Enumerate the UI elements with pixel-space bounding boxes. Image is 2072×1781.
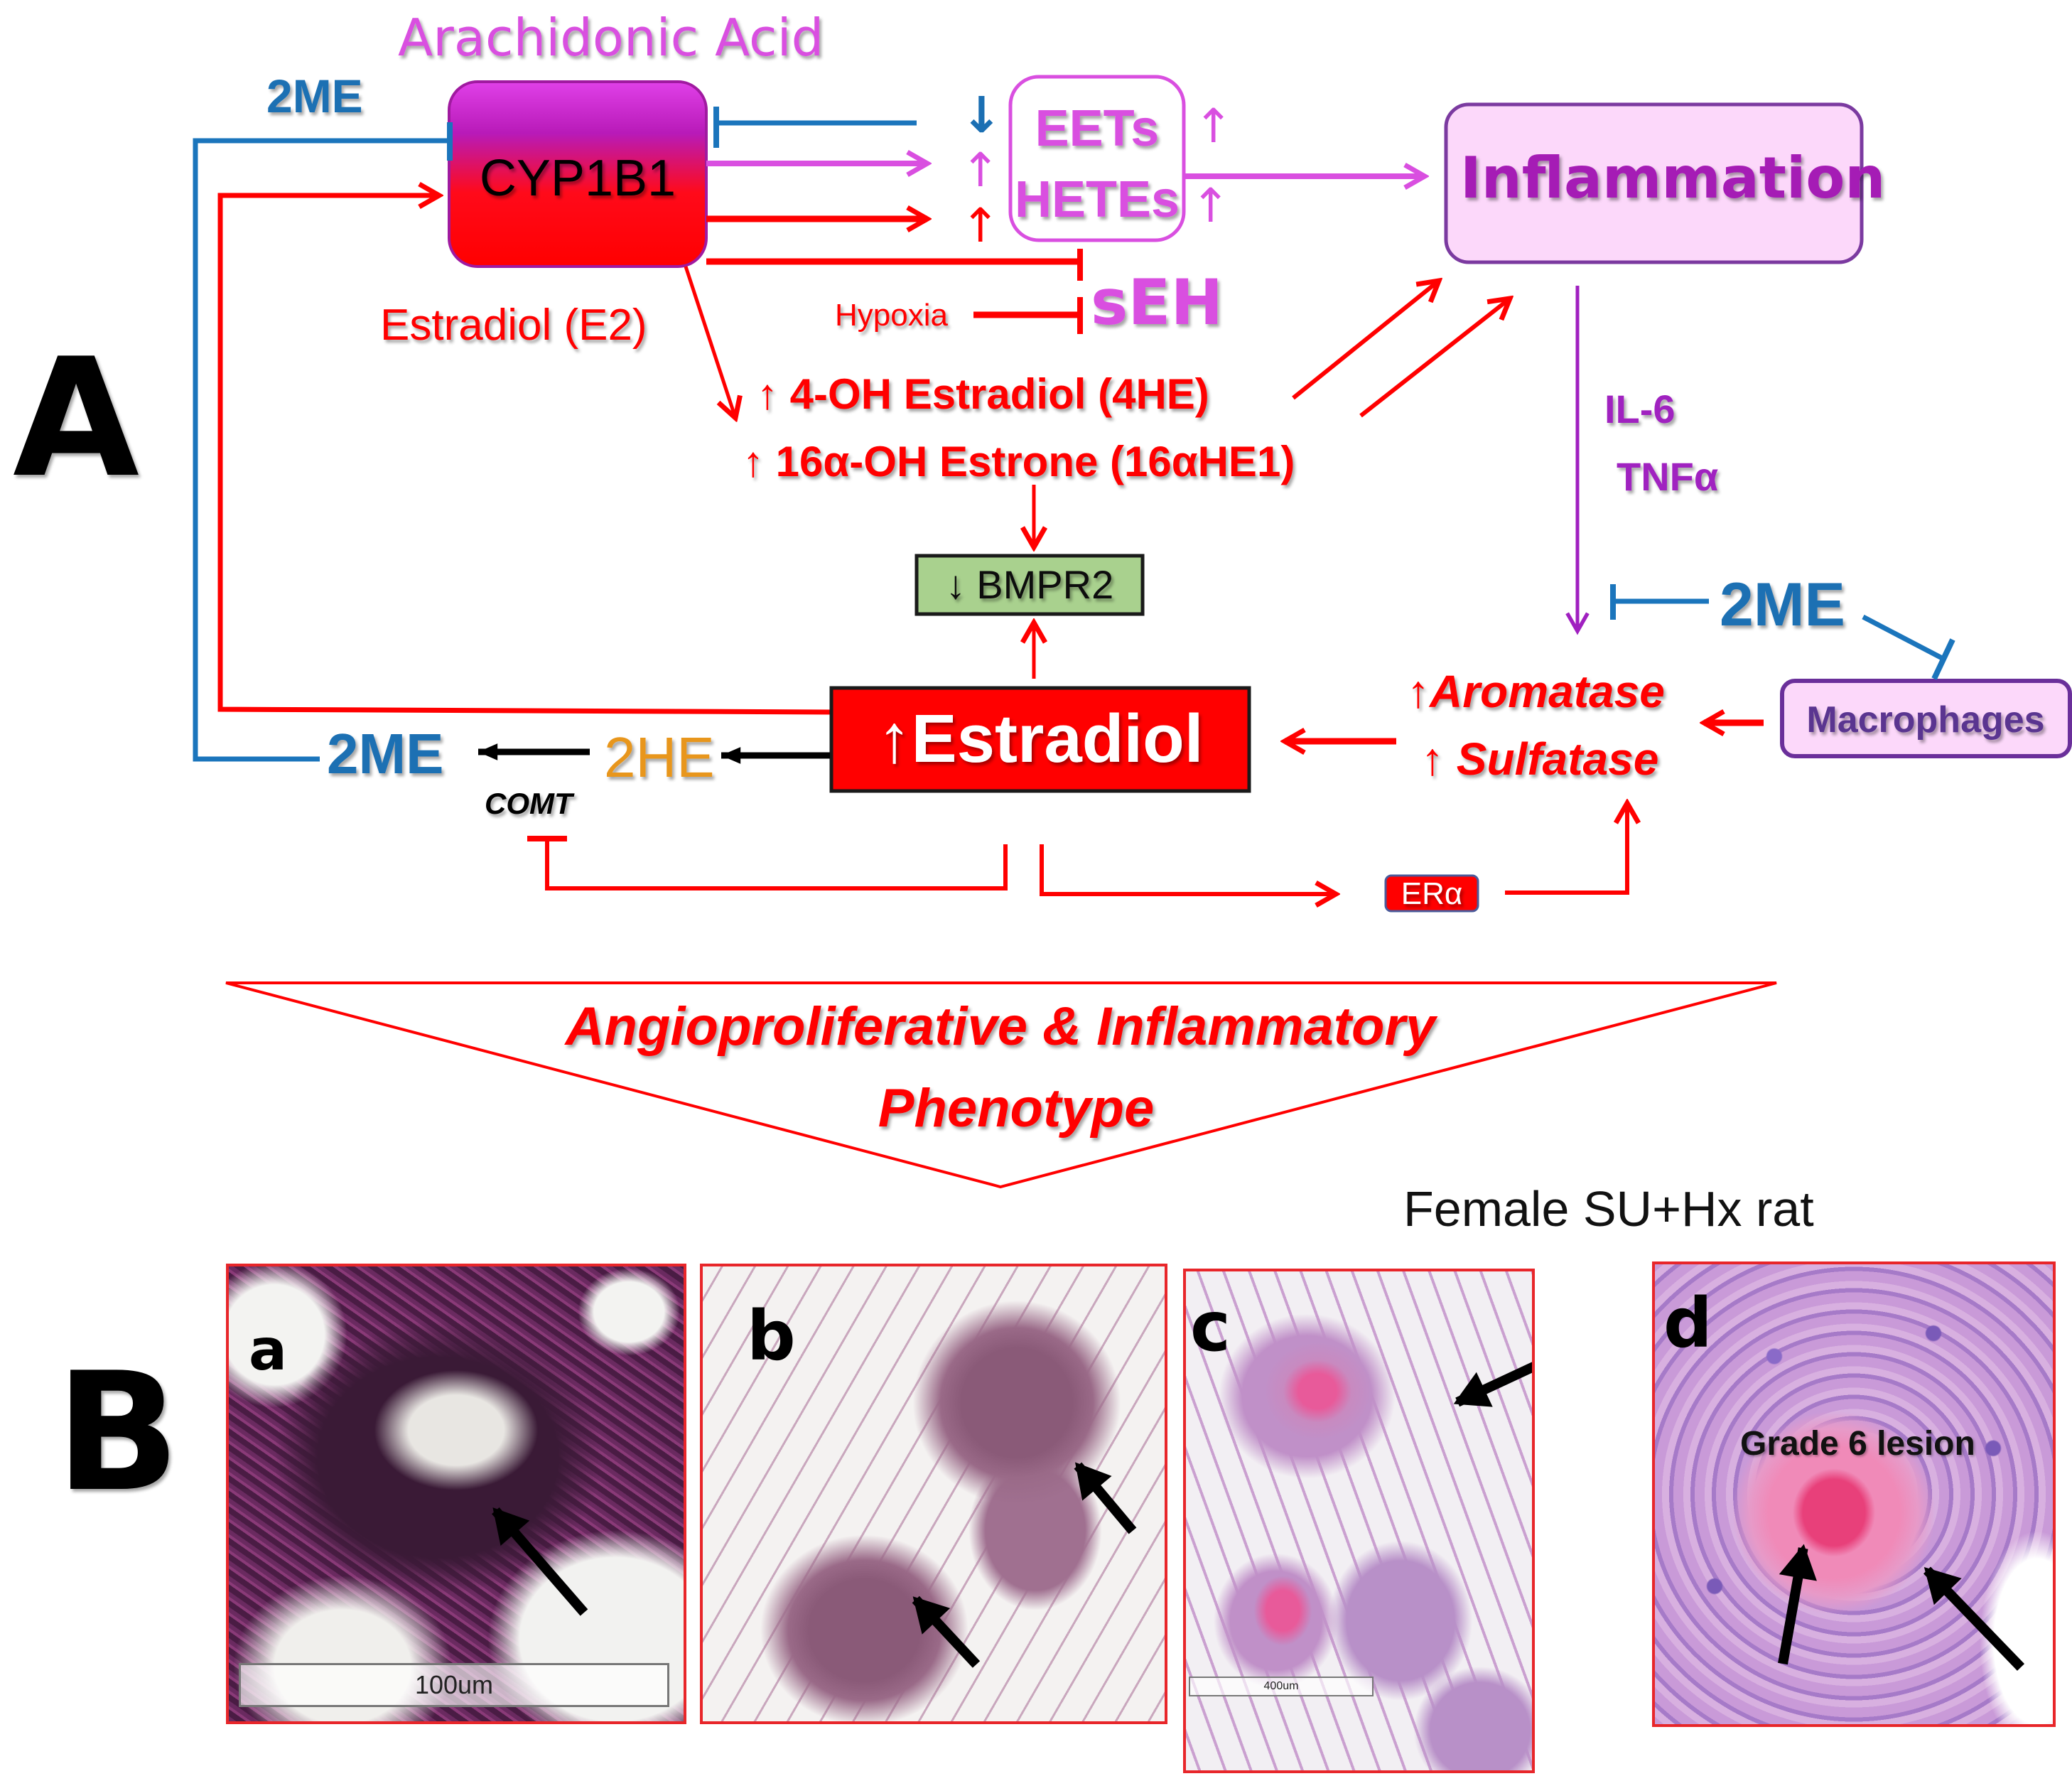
histology-panel-d: d Grade 6 lesion [1652, 1261, 2056, 1727]
hetes-right-up-arrow-icon: ↑ [1191, 178, 1230, 233]
2he-label: 2HE [604, 726, 715, 789]
inflammation-label: Inflammation [1460, 145, 1885, 211]
panel-b-label: B [55, 1338, 180, 1528]
grade-6-lesion-label: Grade 6 lesion [1740, 1425, 1975, 1463]
cyp1b1-box: CYP1B1 [448, 80, 708, 268]
2me-macrophage-inhibit-line [1862, 614, 1945, 662]
scale-bar-c: 400um [1189, 1677, 1374, 1696]
estradiol-cyp1b1-line [217, 195, 832, 715]
eets-up-arrow-icon: ↑ [961, 143, 1000, 198]
eets-hetes-box: EETs HETEs [1008, 75, 1186, 242]
4he-inflammation-arrow [1292, 281, 1439, 400]
panel-d-pointer-arrow-left [1778, 1547, 1808, 1665]
arachidonic-acid-label: Arachidonic Acid [398, 8, 824, 68]
panel-d-letter: d [1663, 1284, 1712, 1363]
histology-panel-c: c 400um [1183, 1269, 1535, 1773]
16ahe1-label: ↑ 16α-OH Estrone (16αHE1) [743, 438, 1295, 485]
aromatase-label: ↑Aromatase [1407, 666, 1665, 717]
estradiol-box: ↑Estradiol [829, 686, 1251, 793]
inflammation-box: Inflammation [1444, 102, 1885, 264]
panel-d-pointer-arrow-right [1923, 1566, 2025, 1671]
histology-panel-b: b [700, 1264, 1167, 1724]
macrophages-box: Macrophages [1780, 679, 2072, 758]
2me-right-label: 2ME [1720, 571, 1845, 639]
histology-title: Female SU+Hx rat [1403, 1181, 1814, 1237]
panel-a-pointer-arrow [492, 1507, 588, 1616]
hypoxia-label: Hypoxia [835, 298, 948, 333]
panel-a-letter: a [249, 1317, 287, 1383]
16ahe1-inflammation-arrow [1359, 298, 1510, 418]
era-aromatase-arrow [1505, 803, 1627, 895]
estradiol-e2-label: Estradiol (E2) [380, 301, 647, 350]
tnfa-label: TNFα [1617, 454, 1718, 499]
cyp1b1-label: CYP1B1 [480, 150, 676, 207]
il6-label: IL-6 [1604, 387, 1676, 431]
sulfatase-label: ↑ Sulfatase [1421, 733, 1658, 785]
seh-label: sEH [1091, 266, 1223, 339]
era-box: ERα [1384, 874, 1479, 913]
estradiol-era-arrow [1040, 844, 1336, 894]
histology-panel-a: a 100um [226, 1264, 686, 1724]
panel-a-label: A [13, 324, 139, 514]
phenotype-line1: Angioproliferative & Inflammatory [564, 996, 1438, 1057]
hetes-label: HETEs [1015, 171, 1180, 228]
hetes-up-arrow-icon: ↑ [961, 198, 1000, 253]
phenotype-triangle: Angioproliferative & Inflammatory Phenot… [225, 981, 1777, 1189]
eets-down-arrow-icon: ↓ [961, 86, 1003, 144]
panel-b-letter: b [747, 1296, 796, 1376]
bmpr2-box: ↓ BMPR2 [914, 554, 1145, 616]
eets-label: EETs [1035, 100, 1160, 157]
2me-feedback-line [193, 138, 450, 762]
scale-bar-a: 100um [239, 1663, 669, 1707]
panel-b-pointer-arrow-upper [1074, 1462, 1137, 1534]
estradiol-comt-inhibit-line [545, 839, 1008, 890]
eets-right-up-arrow-icon: ↑ [1194, 99, 1233, 154]
cyp-metabolites-arrow [684, 266, 735, 418]
panel-c-pointer-arrow-upper [1455, 1331, 1532, 1407]
panel-c-letter: c [1190, 1287, 1231, 1367]
inhibit-bar-icon [1931, 638, 1955, 680]
2me-bottom-label: 2ME [327, 722, 444, 785]
4he-label: ↑ 4-OH Estradiol (4HE) [757, 370, 1209, 418]
macrophages-label: Macrophages [1806, 699, 2044, 741]
scale-bar-c-label: 400um [1263, 1680, 1299, 1692]
bmpr2-label: ↓ BMPR2 [946, 562, 1114, 607]
comt-label: COMT [485, 787, 575, 820]
2me-top-label: 2ME [266, 70, 363, 122]
phenotype-line2: Phenotype [878, 1078, 1155, 1139]
panel-b-pointer-arrow-lower [912, 1596, 981, 1668]
estradiol-up-label: ↑Estradiol [878, 701, 1204, 777]
scale-bar-a-label: 100um [414, 1670, 494, 1699]
era-label: ERα [1401, 876, 1463, 911]
